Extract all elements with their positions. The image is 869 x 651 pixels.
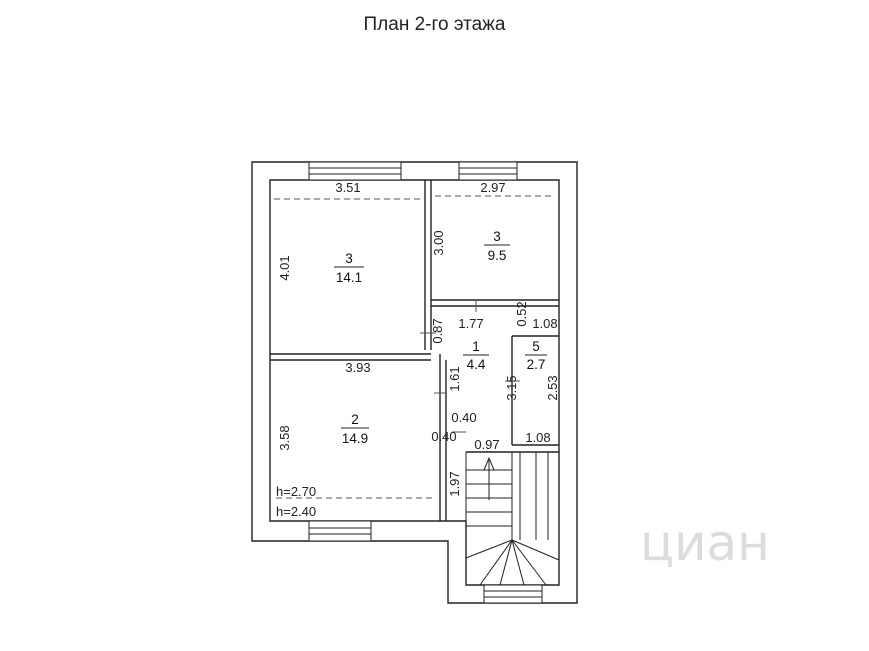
staircase [465,451,560,586]
plan-title: План 2-го этажа [363,14,506,35]
room-3b-area: 9.5 [488,248,507,263]
dim-wall-040-b: 0.40 [431,429,456,444]
room-1-area: 4.4 [467,357,486,372]
height-label-2: h=2.40 [276,504,316,519]
tick-marks [420,300,520,433]
dim-wall-087: 0.87 [430,318,445,343]
dim-room3a-depth: 4.01 [277,255,292,280]
dim-room5-depth: 2.53 [545,375,560,400]
window-bottom-left [308,520,372,542]
walls [251,161,578,604]
dimension-lines [274,195,555,499]
dim-room2-depth: 3.58 [277,425,292,450]
partition-room2-right [439,354,447,521]
dim-room3b-width: 2.97 [480,180,505,195]
dim-corridor-width: 1.77 [458,316,483,331]
dim-room1-depth: 3.15 [504,375,519,400]
room-3a-number: 3 [345,251,353,266]
windows [308,161,543,604]
dim-room5-bottom: 1.08 [525,430,550,445]
dim-room3a-width: 3.51 [335,180,360,195]
watermark: циан [640,514,770,572]
partition-room5 [511,335,559,446]
dim-room3b-depth: 3.00 [431,230,446,255]
room-3a-area: 14.1 [336,270,362,285]
height-label-1: h=2.70 [276,484,316,499]
window-top-left [308,161,402,181]
dim-wall-040-a: 0.40 [451,410,476,425]
room-5-area: 2.7 [527,357,546,372]
partition-top-rooms [424,180,432,350]
partition-room2-top [270,353,431,361]
dim-wall-052: 0.52 [514,301,529,326]
outer-wall [251,161,578,604]
room-3b-number: 3 [493,229,501,244]
room-labels: 3 14.1 3 9.5 1 4.4 5 2.7 2 14.9 [334,229,547,446]
room-2-area: 14.9 [342,431,368,446]
room-2-number: 2 [351,412,359,427]
window-bottom-stair [483,584,543,604]
dim-stair-depth: 1.97 [447,471,462,496]
room-1-number: 1 [472,339,480,354]
dim-room5-top: 1.08 [532,316,557,331]
dim-room1-left: 1.61 [447,366,462,391]
room-5-number: 5 [532,339,540,354]
dim-room2-width: 3.93 [345,360,370,375]
dimension-labels: 3.51 2.97 4.01 3.00 1.77 0.52 1.08 0.87 … [276,180,560,519]
window-top-right [458,161,518,181]
dim-stair-width: 0.97 [474,437,499,452]
partition-room3b-bottom [431,299,559,307]
